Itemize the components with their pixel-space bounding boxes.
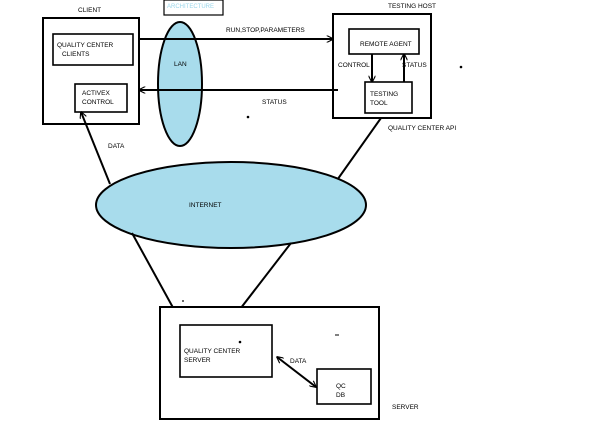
- stray-dot: [182, 300, 184, 302]
- server-db-arrow: [277, 357, 316, 387]
- data-client-label: DATA: [108, 143, 125, 150]
- activex-control-box: [74, 83, 128, 113]
- lan-label: LAN: [174, 61, 187, 68]
- qc-db-label-line2: DB: [336, 392, 345, 399]
- control-label: CONTROL: [338, 62, 370, 69]
- data-to-client-arrow: [81, 112, 111, 185]
- quality-center-api-label: QUALITY CENTER API: [388, 125, 456, 132]
- remote-agent-label: REMOTE AGENT: [360, 41, 412, 48]
- stray-dot: [246, 115, 250, 119]
- qc-server-box: [179, 324, 273, 378]
- lan-ellipse: [157, 21, 203, 147]
- activex-label-line1: ACTIVEX: [82, 90, 110, 97]
- activex-label-line2: CONTROL: [82, 99, 114, 106]
- testing-host-internet-link: [334, 117, 382, 184]
- status-internal-label: STATUS: [402, 62, 427, 69]
- stray-dot: [459, 65, 463, 69]
- qc-server-label-line1: QUALITY CENTER: [184, 348, 241, 355]
- stray-dot: [238, 340, 242, 344]
- testing-tool-label-line2: TOOL: [370, 100, 388, 107]
- status-label: STATUS: [262, 99, 287, 106]
- testing-tool-label-line1: TESTING: [370, 91, 398, 98]
- testing-tool-box: [364, 81, 413, 114]
- remote-agent-box: [348, 28, 420, 55]
- server-label: SERVER: [392, 404, 419, 411]
- internet-label: INTERNET: [189, 202, 222, 209]
- qc-clients-box: [52, 33, 134, 66]
- testing-host-label: TESTING HOST: [388, 3, 436, 10]
- internet-ellipse: [95, 161, 367, 249]
- title-box: [163, 0, 224, 16]
- qc-server-label-line2: SERVER: [184, 357, 211, 364]
- run-stop-label: RUN,STOP,PARAMETERS: [226, 27, 305, 34]
- diagram-title: ARCHITECTURE: [167, 4, 214, 10]
- qc-clients-label-line1: QUALITY CENTER: [57, 42, 114, 49]
- qc-db-label-line1: QC: [336, 383, 346, 390]
- client-label: CLIENT: [78, 7, 101, 14]
- qc-clients-label-line2: CLIENTS: [62, 51, 90, 58]
- qc-db-box: [316, 368, 372, 405]
- data-db-label: DATA: [290, 358, 307, 365]
